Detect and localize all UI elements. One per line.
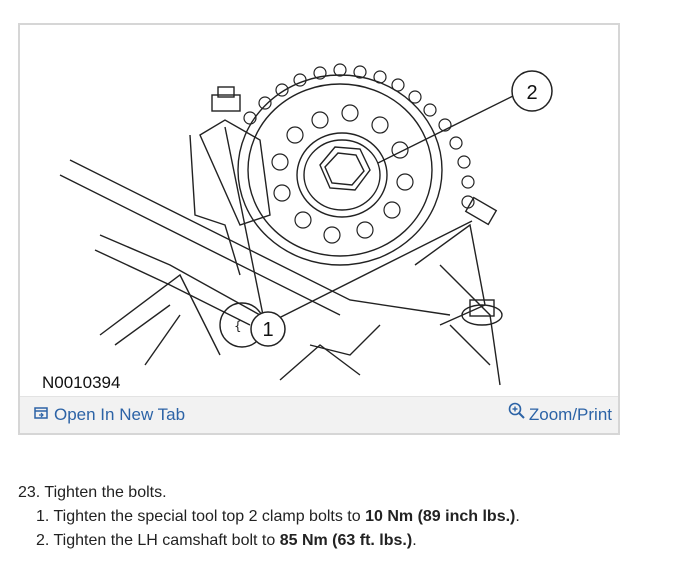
svg-text:2: 2 [526, 82, 537, 104]
callout-2: 2 [511, 70, 553, 112]
sub-step-torque: 85 Nm (63 ft. lbs.) [279, 532, 413, 549]
sub-step: 2. Tighten the LH camshaft bolt to 85 Nm… [36, 532, 520, 550]
sub-step-end: . [515, 508, 520, 525]
sub-step-list: 1. Tighten the special tool top 2 clamp … [18, 508, 520, 550]
svg-text:{: { [234, 319, 242, 333]
callout-1: 1 [250, 311, 286, 347]
sub-step-torque: 10 Nm (89 inch lbs.) [365, 508, 516, 525]
camshaft-clamp-diagram: { 1 2 [59, 63, 553, 386]
figure-card: { 1 2 N0010394 Open In New Tab [18, 23, 620, 435]
zoom-icon [508, 397, 526, 433]
instruction-steps: 23. Tighten the bolts. 1. Tighten the sp… [18, 484, 520, 556]
sub-step: 1. Tighten the special tool top 2 clamp … [36, 508, 520, 526]
zoom-print-label: Zoom/Print [528, 405, 612, 424]
open-in-new-tab-link[interactable]: Open In New Tab [34, 397, 185, 433]
sub-step-number: 1. [36, 508, 50, 525]
svg-text:1: 1 [262, 319, 273, 341]
sub-step-end: . [412, 532, 417, 549]
open-in-new-tab-label: Open In New Tab [54, 405, 186, 424]
figure-id: N0010394 [42, 373, 121, 392]
step-heading: 23. Tighten the bolts. [18, 484, 167, 501]
zoom-print-link[interactable]: Zoom/Print [508, 397, 612, 433]
figure-toolbar: Open In New Tab Zoom/Print [20, 396, 618, 433]
sub-step-text: Tighten the special tool top 2 clamp bol… [53, 508, 366, 525]
sub-step-number: 2. [36, 532, 50, 549]
sub-step-text: Tighten the LH camshaft bolt to [53, 532, 280, 549]
open-new-tab-icon [34, 397, 48, 433]
